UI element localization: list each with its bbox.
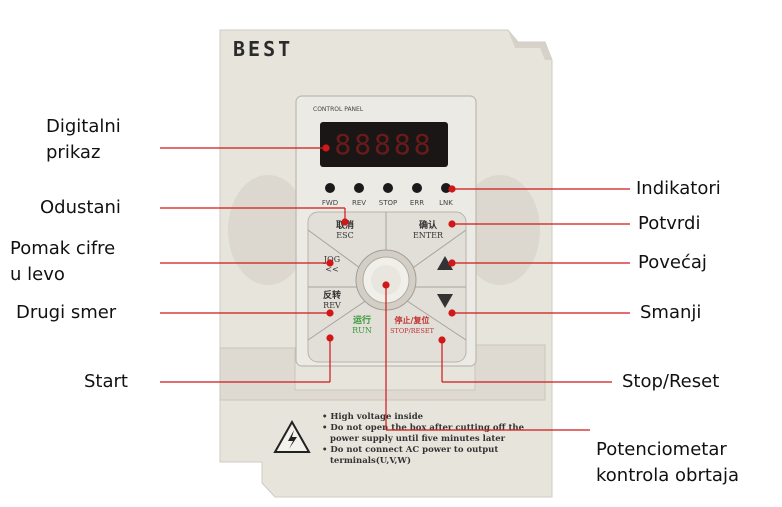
decrease-arrow-icon[interactable] [437, 294, 453, 308]
enter-button[interactable]: 确认 ENTER [413, 219, 444, 240]
jog-shift-button[interactable]: JOG << [323, 255, 340, 274]
jog-button-bottom: << [325, 265, 338, 274]
label-digital-display-2: prikaz [46, 142, 101, 163]
display-digits: 88888 [334, 128, 433, 161]
stop-button-cn: 停止/复位 [395, 315, 430, 325]
stop-reset-button[interactable]: 停止/复位 STOP/RESET [390, 315, 435, 335]
indicator-led-rev [354, 183, 364, 193]
indicator-led-lnk [441, 183, 451, 193]
run-button[interactable]: 运行 RUN [352, 314, 372, 335]
label-shift-left-2: u levo [10, 264, 65, 285]
label-confirm: Potvrdi [638, 213, 701, 234]
brand-logo: BEST [233, 37, 293, 61]
label-increase: Povećaj [638, 252, 707, 273]
label-other-direction: Drugi smer [16, 302, 117, 323]
warning-line-3: power supply until five minutes later [330, 434, 506, 444]
label-decrease: Smanji [640, 302, 702, 323]
warning-line-2: • Do not open the box after cutting off … [322, 423, 525, 433]
esc-button-en: ESC [336, 231, 353, 240]
indicator-row: FWD REV STOP ERR LNK [322, 183, 453, 207]
label-indicators: Indikatori [636, 178, 721, 199]
indicator-label-err: ERR [410, 199, 424, 207]
enter-button-en: ENTER [413, 231, 444, 240]
warning-label: • High voltage inside • Do not open the … [273, 412, 525, 466]
run-button-cn: 运行 [353, 314, 371, 326]
indicator-led-stop [383, 183, 393, 193]
indicator-label-lnk: LNK [439, 199, 453, 207]
rev-button-cn: 反转 [323, 289, 341, 301]
increase-arrow-icon[interactable] [437, 256, 453, 270]
label-potentiometer-2: kontrola obrtaja [596, 465, 739, 486]
label-stop-reset: Stop/Reset [622, 371, 720, 392]
indicator-led-err [412, 183, 422, 193]
rev-button[interactable]: 反转 REV [323, 289, 341, 310]
warning-line-1: • High voltage inside [322, 412, 424, 422]
label-shift-left-1: Pomak cifre [10, 238, 116, 259]
rev-button-en: REV [323, 301, 341, 310]
indicator-led-fwd [325, 183, 335, 193]
indicator-label-fwd: FWD [322, 199, 338, 207]
label-potentiometer-1: Potenciometar [596, 439, 727, 460]
label-digital-display-1: Digitalni [46, 116, 121, 137]
label-start: Start [84, 371, 128, 392]
indicator-label-stop: STOP [379, 199, 397, 207]
digital-display [320, 122, 448, 167]
warning-line-4: • Do not connect AC power to output [322, 445, 498, 455]
warning-line-5: terminals(U,V,W) [330, 455, 411, 466]
label-cancel: Odustani [40, 197, 121, 218]
enter-button-cn: 确认 [419, 219, 438, 231]
indicator-label-rev: REV [352, 199, 366, 207]
leader-lines [160, 144, 630, 431]
jog-button-top: JOG [323, 255, 340, 264]
run-button-en: RUN [352, 326, 372, 335]
panel-title: CONTROL PANEL [313, 106, 364, 113]
stop-button-en: STOP/RESET [390, 327, 435, 335]
